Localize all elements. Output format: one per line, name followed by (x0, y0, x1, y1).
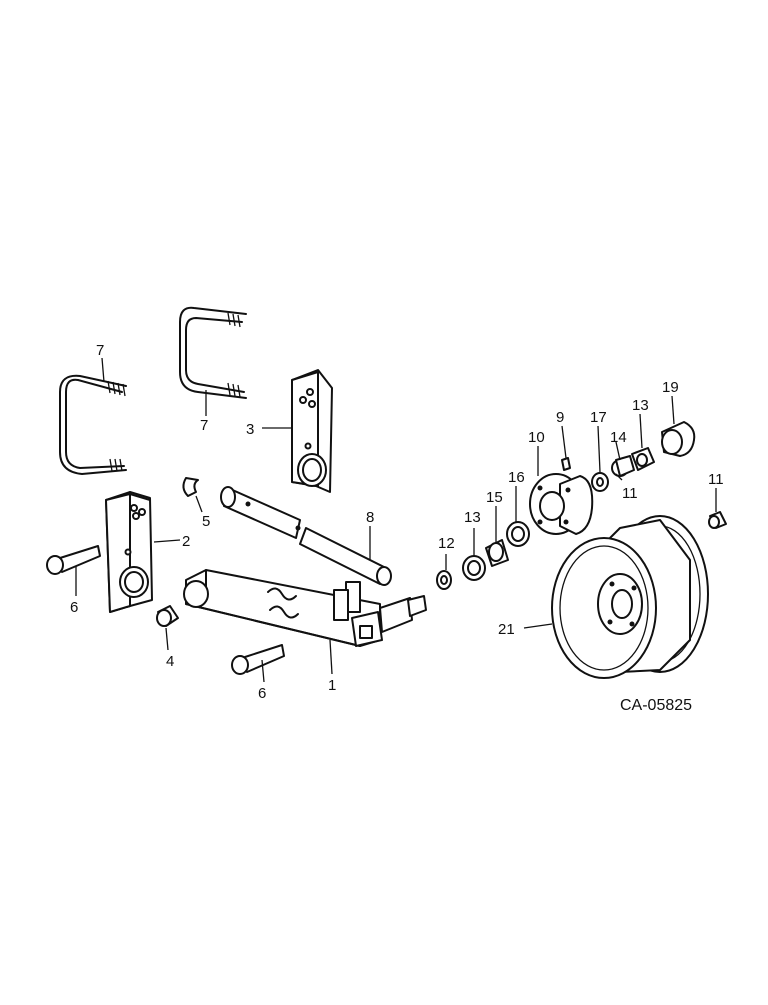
bearing-15 (462, 555, 486, 581)
u-bolt-right (179, 306, 247, 399)
label-2: 2 (182, 533, 190, 550)
bushing-4 (156, 605, 179, 627)
leader-lines (75, 357, 717, 683)
label-6-left: 6 (70, 599, 78, 616)
label-11-visible: 11 (708, 471, 724, 488)
label-4: 4 (166, 653, 174, 670)
bearing-17 (485, 539, 509, 567)
bracket-2 (105, 491, 153, 613)
label-5: 5 (202, 513, 210, 530)
bolt-6-left (46, 545, 101, 575)
part-9 (561, 457, 571, 471)
figure-code: CA-05825 (620, 697, 692, 714)
label-15: 13 (464, 509, 481, 526)
label-21: 21 (498, 621, 515, 638)
cotter-pin-5 (182, 477, 199, 497)
label-20: 19 (662, 379, 679, 396)
label-14: 12 (438, 535, 455, 552)
bearing-18 (506, 521, 530, 547)
label-3: 3 (246, 421, 254, 438)
label-16: 14 (610, 429, 627, 446)
bolt-6-bottom (231, 644, 285, 675)
label-7-right: 7 (200, 417, 208, 434)
label-19: 17 (590, 409, 607, 426)
label-1: 1 (328, 677, 336, 694)
label-18: 16 (508, 469, 525, 486)
label-9: 9 (556, 409, 564, 426)
wheel-21 (551, 515, 709, 679)
bracket-3 (291, 369, 333, 493)
bolt-11 (708, 511, 727, 529)
label-10: 10 (528, 429, 545, 446)
part-13 (631, 447, 655, 471)
part-12 (615, 455, 635, 477)
bearing-14 (436, 570, 452, 590)
tube-8 (220, 486, 392, 586)
label-13-visible: 13 (632, 397, 649, 414)
main-arm-1 (183, 569, 427, 647)
cap-20 (661, 421, 696, 457)
u-bolt-left (59, 374, 127, 475)
label-12: 11 (622, 485, 638, 502)
label-6-bottom: 6 (258, 685, 266, 702)
callout-labels: 7 7 3 2 4 5 6 6 8 1 12 13 15 16 10 9 17 … (70, 342, 724, 714)
label-7-left: 7 (96, 342, 104, 359)
label-8: 8 (366, 509, 374, 526)
part-19 (591, 472, 609, 492)
label-17: 15 (486, 489, 503, 506)
hub-10 (529, 473, 594, 535)
